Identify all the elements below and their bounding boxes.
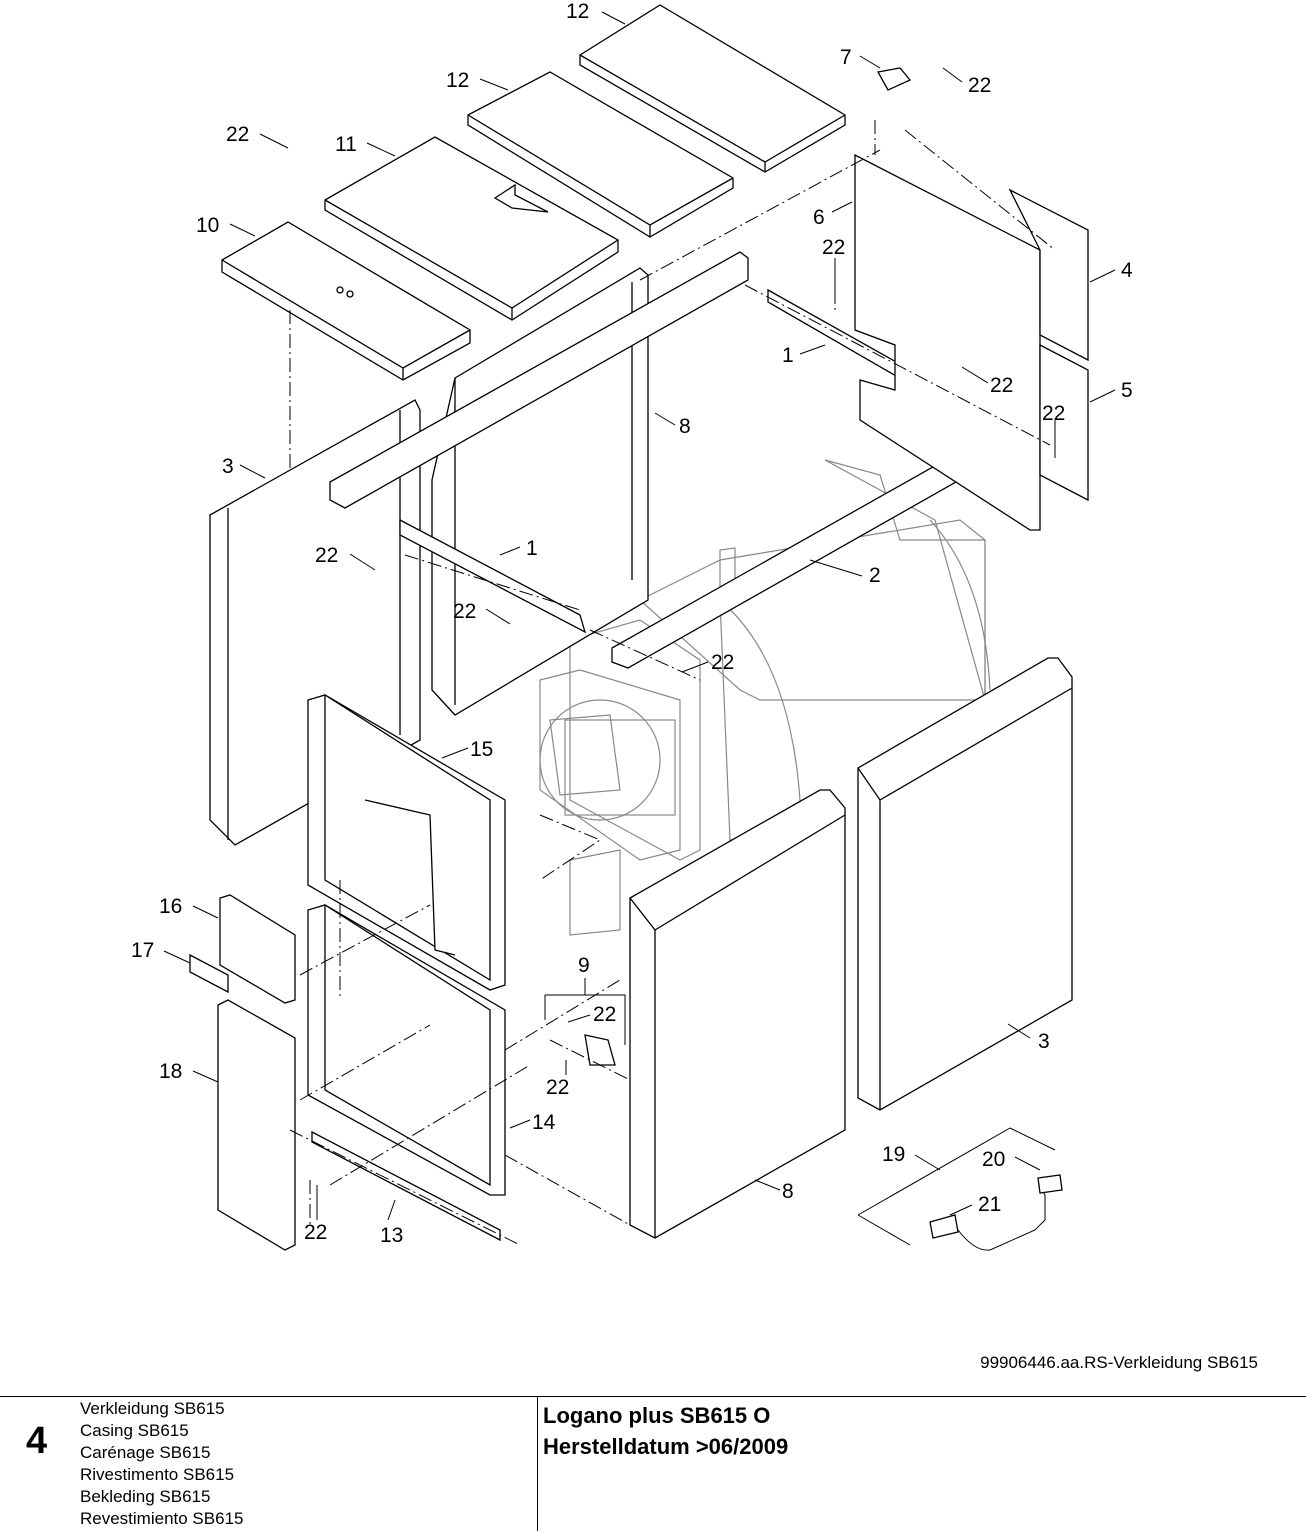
callout-14: 14 bbox=[532, 1111, 556, 1134]
callout-22-e: 22 bbox=[1042, 402, 1065, 425]
part-19-cable-harness bbox=[857, 1127, 1063, 1251]
callout-22-d: 22 bbox=[990, 374, 1013, 397]
part-15-front-panel-upper bbox=[307, 693, 506, 991]
callout-labels: 12 12 7 22 22 11 10 6 22 4 1 22 5 22 8 3… bbox=[131, 0, 1133, 1247]
title-fr: Carénage SB615 bbox=[80, 1443, 211, 1462]
callout-3-left: 3 bbox=[222, 455, 234, 478]
callout-22-g: 22 bbox=[453, 600, 476, 623]
callout-12-rear: 12 bbox=[566, 0, 589, 23]
title-it: Rivestimento SB615 bbox=[80, 1465, 235, 1484]
callout-7: 7 bbox=[840, 46, 852, 69]
part-8-side-door bbox=[629, 789, 846, 1239]
leader-lines bbox=[163, 11, 1116, 1221]
part-16-cover-plate bbox=[219, 894, 296, 1004]
callout-1-rear: 1 bbox=[782, 344, 794, 367]
boiler-body bbox=[539, 459, 991, 936]
drawing-reference-code: 99906446.aa.RS-Verkleidung SB615 bbox=[980, 1353, 1258, 1372]
callout-1-front: 1 bbox=[526, 537, 538, 560]
callout-22-a: 22 bbox=[968, 74, 991, 97]
callout-22-c: 22 bbox=[822, 236, 845, 259]
title-es: Revestimiento SB615 bbox=[80, 1509, 244, 1528]
page-number: 4 bbox=[26, 1420, 48, 1462]
part-4-rear-panel bbox=[1008, 188, 1089, 362]
part-1-bracket-front bbox=[399, 518, 587, 634]
part-18-kick-panel bbox=[217, 999, 296, 1251]
multilingual-titles: Verkleidung SB615 Casing SB615 Carénage … bbox=[80, 1398, 243, 1530]
product-info: Logano plus SB615 O Herstelldatum >06/20… bbox=[543, 1400, 788, 1462]
exploded-parts-diagram: 12 12 7 22 22 11 10 6 22 4 1 22 5 22 8 3… bbox=[131, 0, 1133, 1251]
callout-21: 21 bbox=[978, 1193, 1001, 1216]
callout-11: 11 bbox=[335, 133, 357, 156]
callout-5: 5 bbox=[1121, 379, 1133, 402]
part-12-top-panel-front bbox=[467, 71, 734, 238]
callout-8-front: 8 bbox=[782, 1180, 794, 1203]
callout-8-rear: 8 bbox=[679, 415, 691, 438]
part-11-top-cover bbox=[324, 136, 619, 321]
assembly-centerlines bbox=[289, 120, 1056, 1246]
callout-17: 17 bbox=[131, 939, 154, 962]
part-3-side-panel-right bbox=[857, 657, 1073, 1111]
callout-22-j: 22 bbox=[546, 1076, 569, 1099]
part-10-control-cover bbox=[221, 221, 471, 381]
callout-9: 9 bbox=[578, 954, 590, 977]
part-9-hinge bbox=[584, 1034, 616, 1066]
callout-2: 2 bbox=[869, 564, 881, 587]
callout-3-right: 3 bbox=[1038, 1030, 1050, 1053]
callout-22-h: 22 bbox=[711, 651, 734, 674]
callout-22-k: 22 bbox=[304, 1221, 327, 1244]
part-13-bottom-rail bbox=[311, 1130, 501, 1242]
footer bbox=[0, 1396, 1306, 1532]
callout-6: 6 bbox=[813, 206, 825, 229]
part-5-rear-panel bbox=[1039, 343, 1089, 502]
part-7-clip bbox=[876, 67, 912, 91]
callout-4: 4 bbox=[1121, 259, 1133, 282]
callout-15: 15 bbox=[470, 738, 493, 761]
callout-13: 13 bbox=[380, 1224, 403, 1247]
title-de: Verkleidung SB615 bbox=[80, 1399, 225, 1418]
callout-12-front: 12 bbox=[446, 69, 469, 92]
part-12-top-panel-rear bbox=[579, 4, 846, 173]
callout-22-i: 22 bbox=[593, 1003, 616, 1026]
callout-10: 10 bbox=[196, 214, 219, 237]
manufacture-date: Herstelldatum >06/2009 bbox=[543, 1434, 789, 1459]
title-nl: Bekleding SB615 bbox=[80, 1487, 211, 1506]
product-name: Logano plus SB615 O bbox=[543, 1403, 771, 1428]
callout-16: 16 bbox=[159, 895, 182, 918]
footer-divider bbox=[537, 1396, 538, 1531]
callout-22-f: 22 bbox=[315, 544, 338, 567]
callout-22-b: 22 bbox=[226, 123, 249, 146]
callout-18: 18 bbox=[159, 1060, 182, 1083]
part-6-rear-panel bbox=[854, 153, 1041, 531]
callout-19: 19 bbox=[882, 1143, 905, 1166]
part-17-nameplate bbox=[189, 953, 229, 994]
callout-20: 20 bbox=[982, 1148, 1005, 1171]
title-en: Casing SB615 bbox=[80, 1421, 189, 1440]
